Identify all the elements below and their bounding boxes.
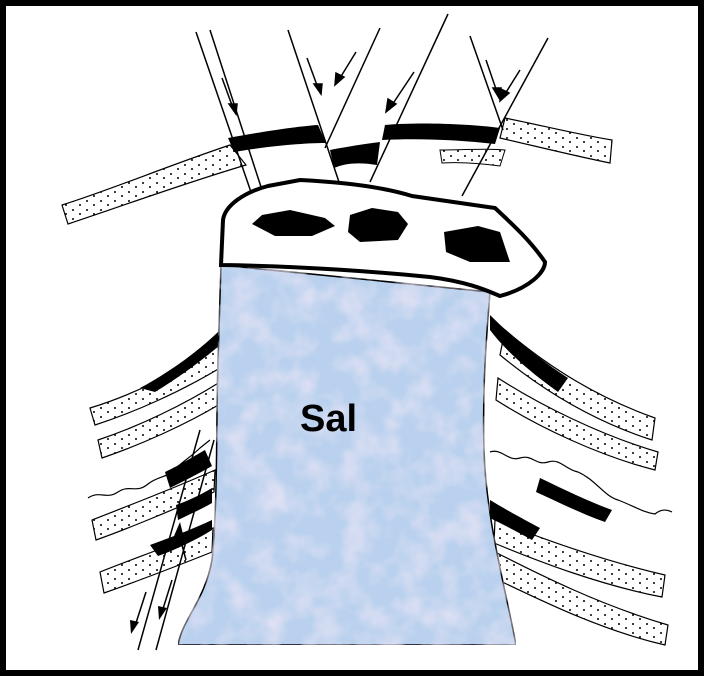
arrow-down-icon (314, 84, 322, 94)
salt-label: Sal (300, 398, 357, 441)
arrow-down-icon (229, 104, 237, 114)
fault-line (288, 30, 340, 185)
fault-line (325, 28, 380, 148)
fault-line (462, 38, 548, 196)
arrow-down-icon (130, 620, 139, 634)
arrow-up-icon (174, 522, 183, 536)
upper-mid-sand-layer (440, 149, 505, 166)
fault-line (470, 36, 503, 130)
upper-shale-bed-2 (330, 142, 380, 168)
fault-arrows (222, 52, 520, 114)
crestal-faults (196, 14, 548, 196)
upper-left-sand-layer (62, 145, 246, 224)
upper-shale-bed-3 (382, 124, 500, 144)
right-flank-strata (490, 315, 672, 645)
fault-line (370, 14, 448, 182)
salt-body (178, 265, 516, 645)
right-shale-wedge (536, 478, 612, 522)
upper-right-sand-layer (500, 118, 612, 163)
